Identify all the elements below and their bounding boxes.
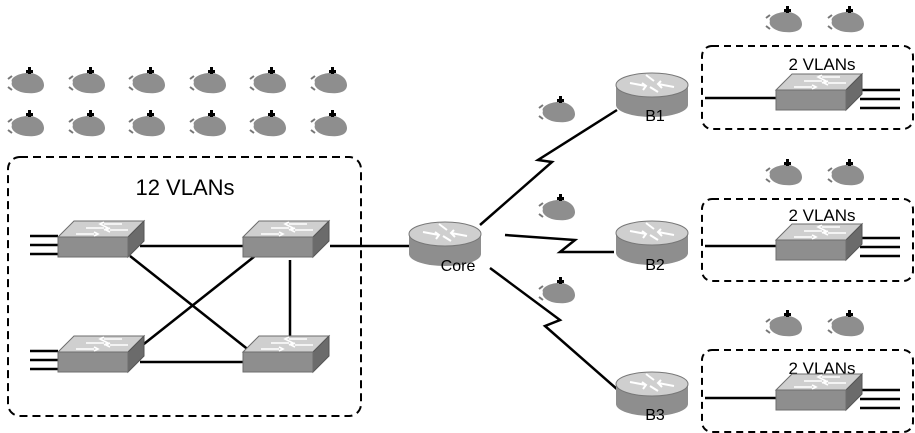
mouse-icon: [189, 66, 227, 95]
mouse-icon: [68, 109, 106, 138]
campus-switch-bottom-right: [242, 335, 330, 373]
b3-router-label: B3: [645, 407, 665, 424]
mouse-icon: [538, 193, 576, 222]
branch-3-switch: [775, 373, 863, 411]
branch-3-boundary: [701, 349, 914, 433]
mouse-icon: [249, 109, 287, 138]
branch-3-vlan-label: 2 VLANs: [788, 359, 855, 378]
campus-pc-group: [7, 66, 348, 138]
mouse-icon: [7, 66, 46, 95]
mouse-icon: [189, 109, 227, 138]
mouse-icon: [538, 276, 576, 305]
core-router-label: Core: [441, 258, 476, 275]
campus-switch-top-left: [57, 220, 145, 258]
campus-vlan-label: 12 VLANs: [135, 175, 234, 200]
mouse-icon: [310, 66, 348, 95]
campus-switch-bottom-left: [57, 335, 145, 373]
campus-switch-top-right: [242, 220, 330, 258]
mouse-icon: [249, 66, 287, 95]
mouse-icon: [7, 109, 46, 138]
mouse-icon: [68, 66, 106, 95]
mouse-icon: [128, 66, 166, 95]
mouse-icon: [827, 309, 865, 338]
mouse-icon: [538, 95, 576, 124]
branch-1-switch: [775, 73, 863, 111]
branch-2-switch: [775, 223, 863, 261]
mouse-icon: [128, 109, 166, 138]
mouse-icon: [765, 309, 803, 338]
mouse-icon: [310, 109, 348, 138]
mouse-icon: [765, 5, 803, 34]
campus-links: [129, 244, 415, 364]
b1-router-label: B1: [645, 108, 665, 125]
b2-router-label: B2: [645, 257, 665, 274]
wan-pc-group: [538, 95, 576, 305]
branch-2-vlan-label: 2 VLANs: [788, 206, 855, 225]
mouse-icon: [827, 5, 865, 34]
branch-1-vlan-label: 2 VLANs: [788, 55, 855, 74]
wan-links: [479, 108, 619, 391]
branch-links: [705, 88, 900, 410]
branch-2-boundary: [701, 198, 914, 282]
campus-access-ports: [30, 234, 58, 371]
mouse-icon: [827, 158, 865, 187]
mouse-icon: [765, 158, 803, 187]
campus-boundary: [7, 156, 362, 417]
